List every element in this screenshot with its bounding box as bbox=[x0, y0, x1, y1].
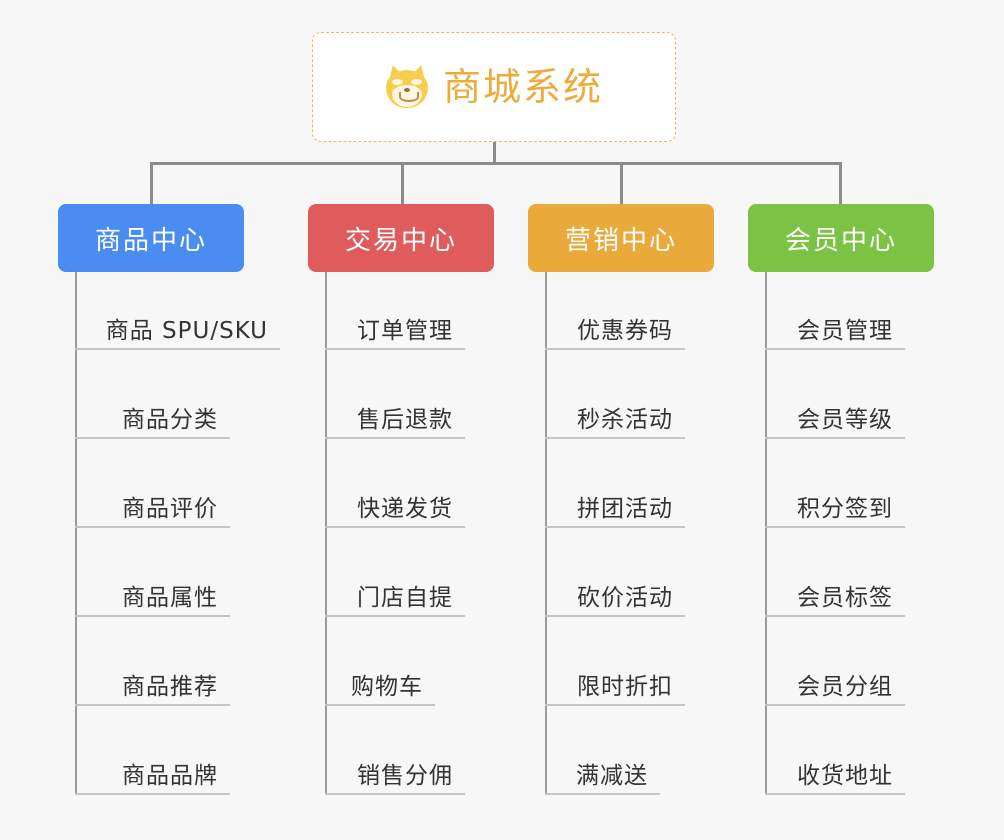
leaf-item[interactable]: 购物车 bbox=[325, 646, 435, 706]
branch-spine-3 bbox=[545, 272, 547, 795]
leaf-item-label: 优惠券码 bbox=[577, 317, 673, 344]
leaf-item[interactable]: 商品品牌 bbox=[75, 735, 230, 795]
leaf-item[interactable]: 优惠券码 bbox=[545, 290, 685, 350]
leaf-item-label: 商品分类 bbox=[122, 406, 218, 433]
leaf-item[interactable]: 门店自提 bbox=[325, 557, 465, 617]
leaf-item-label: 会员等级 bbox=[797, 406, 893, 433]
leaf-item-label: 砍价活动 bbox=[577, 584, 673, 611]
leaf-item-label: 销售分佣 bbox=[357, 762, 453, 789]
branch-header-label: 交易中心 bbox=[344, 225, 457, 256]
leaf-item-label: 会员管理 bbox=[797, 317, 893, 344]
leaf-item[interactable]: 满减送 bbox=[545, 735, 660, 795]
branch-header-label: 会员中心 bbox=[784, 225, 897, 256]
leaf-item-label: 商品推荐 bbox=[122, 673, 218, 700]
branch-header-2[interactable]: 交易中心 bbox=[308, 204, 494, 272]
leaf-item[interactable]: 限时折扣 bbox=[545, 646, 685, 706]
leaf-item-label: 收货地址 bbox=[797, 762, 893, 789]
leaf-item[interactable]: 积分签到 bbox=[765, 468, 905, 528]
leaf-item-label: 限时折扣 bbox=[577, 673, 673, 700]
root-title: 商城系统 bbox=[442, 65, 603, 109]
branch-spine-4 bbox=[765, 272, 767, 795]
leaf-item[interactable]: 商品分类 bbox=[75, 379, 230, 439]
leaf-item-label: 商品品牌 bbox=[122, 762, 218, 789]
leaf-item[interactable]: 收货地址 bbox=[765, 735, 905, 795]
connector-drop-1 bbox=[150, 162, 153, 206]
leaf-item[interactable]: 会员等级 bbox=[765, 379, 905, 439]
leaf-item[interactable]: 销售分佣 bbox=[325, 735, 465, 795]
connector-horizontal-bus bbox=[150, 162, 842, 165]
leaf-item[interactable]: 售后退款 bbox=[325, 379, 465, 439]
leaf-item[interactable]: 快递发货 bbox=[325, 468, 465, 528]
connector-drop-4 bbox=[839, 162, 842, 206]
connector-root-stub bbox=[493, 142, 496, 164]
leaf-item[interactable]: 拼团活动 bbox=[545, 468, 685, 528]
leaf-item[interactable]: 会员分组 bbox=[765, 646, 905, 706]
leaf-item-label: 满减送 bbox=[576, 762, 648, 789]
leaf-item-label: 售后退款 bbox=[357, 406, 453, 433]
leaf-item-label: 快递发货 bbox=[357, 495, 453, 522]
leaf-item-label: 门店自提 bbox=[357, 584, 453, 611]
connector-drop-2 bbox=[401, 162, 404, 206]
leaf-item-label: 秒杀活动 bbox=[577, 406, 673, 433]
leaf-item[interactable]: 会员标签 bbox=[765, 557, 905, 617]
leaf-item-label: 会员标签 bbox=[797, 584, 893, 611]
leaf-item-label: 拼团活动 bbox=[577, 495, 673, 522]
leaf-item[interactable]: 商品 SPU/SKU bbox=[75, 290, 280, 350]
leaf-item-label: 购物车 bbox=[351, 673, 423, 700]
leaf-item[interactable]: 会员管理 bbox=[765, 290, 905, 350]
leaf-item[interactable]: 商品推荐 bbox=[75, 646, 230, 706]
branch-spine-2 bbox=[325, 272, 327, 795]
leaf-item-label: 商品 SPU/SKU bbox=[105, 317, 268, 344]
leaf-item[interactable]: 秒杀活动 bbox=[545, 379, 685, 439]
leaf-item-label: 积分签到 bbox=[797, 495, 893, 522]
leaf-item[interactable]: 商品评价 bbox=[75, 468, 230, 528]
shiba-dog-face-icon bbox=[384, 62, 430, 109]
branch-header-label: 营销中心 bbox=[564, 225, 677, 256]
root-node[interactable]: 商城系统 bbox=[312, 32, 676, 142]
branch-header-4[interactable]: 会员中心 bbox=[748, 204, 934, 272]
leaf-item[interactable]: 订单管理 bbox=[325, 290, 465, 350]
leaf-item-label: 商品评价 bbox=[122, 495, 218, 522]
leaf-item[interactable]: 商品属性 bbox=[75, 557, 230, 617]
leaf-item-label: 订单管理 bbox=[357, 317, 453, 344]
connector-drop-3 bbox=[620, 162, 623, 206]
leaf-item[interactable]: 砍价活动 bbox=[545, 557, 685, 617]
branch-header-1[interactable]: 商品中心 bbox=[58, 204, 244, 272]
branch-header-3[interactable]: 营销中心 bbox=[528, 204, 714, 272]
branch-header-label: 商品中心 bbox=[94, 225, 207, 256]
leaf-item-label: 商品属性 bbox=[122, 584, 218, 611]
branch-spine-1 bbox=[75, 272, 77, 795]
leaf-item-label: 会员分组 bbox=[797, 673, 893, 700]
